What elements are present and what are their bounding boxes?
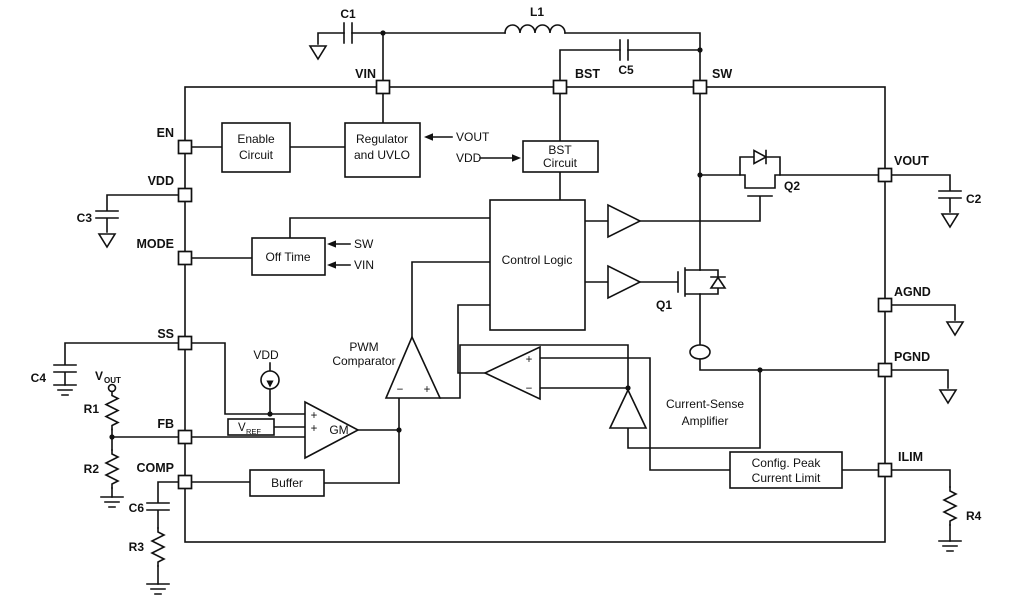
- buffer-block: [249, 469, 325, 497]
- labels: VIN BST SW EN VDD MODE SS FB COMP VOUT A…: [31, 5, 982, 554]
- pin-vdd: [177, 187, 193, 203]
- pin-label-en: EN: [157, 126, 174, 140]
- q2-body-diode: [753, 149, 768, 165]
- pin-label-vout: VOUT: [894, 154, 929, 168]
- peak-limit-line2: Current Limit: [752, 471, 821, 485]
- pin-mode: [177, 250, 193, 266]
- pin-sw: [692, 79, 708, 95]
- pins: [177, 79, 893, 490]
- csa-label-line1: Current-Sense: [666, 397, 744, 411]
- ref-c6: C6: [129, 501, 145, 515]
- bst-block-line1: BST: [548, 143, 572, 157]
- pin-label-vdd: VDD: [148, 174, 174, 188]
- vref-sub: REF: [246, 427, 261, 436]
- pin-label-mode: MODE: [137, 237, 175, 251]
- peak-limit-line1: Config. Peak: [752, 456, 822, 470]
- regulator-block-line1: Regulator: [356, 132, 408, 146]
- pin-label-pgnd: PGND: [894, 350, 930, 364]
- signal-vdd-source: VDD: [253, 348, 279, 362]
- ref-c4: C4: [31, 371, 47, 385]
- vout-terminal-sub: OUT: [104, 376, 121, 385]
- pwm-label-line2: Comparator: [332, 354, 395, 368]
- pin-fb: [177, 429, 193, 445]
- buffer-label: Buffer: [271, 476, 303, 490]
- pin-label-ilim: ILIM: [898, 450, 923, 464]
- ref-c5: C5: [618, 63, 634, 77]
- ref-r2: R2: [84, 462, 100, 476]
- pin-label-agnd: AGND: [894, 285, 931, 299]
- gm-label: GM: [329, 423, 348, 437]
- pin-vin: [375, 79, 391, 95]
- csa-label-line2: Amplifier: [682, 414, 729, 428]
- pin-pgnd: [877, 362, 893, 378]
- regulator-block-line2: and UVLO: [354, 148, 410, 162]
- gm-amplifier-triangle: [304, 400, 360, 460]
- vref-block: [227, 418, 275, 436]
- current-sense-amplifier-triangle: [608, 388, 648, 429]
- ref-l1: L1: [530, 5, 544, 19]
- comparator-plus: +: [526, 354, 533, 366]
- signal-vout-arrow: VOUT: [456, 130, 490, 144]
- enable-circuit-block: [221, 122, 291, 173]
- pwm-minus: −: [397, 384, 404, 396]
- signal-vin-arrow: VIN: [354, 258, 374, 272]
- q1-body-diode: [709, 276, 727, 289]
- blocks: [221, 122, 843, 497]
- junction-dots: [109, 30, 763, 440]
- pwm-comparator-triangle: [384, 335, 442, 399]
- pin-bst: [552, 79, 568, 95]
- diodes: [709, 149, 768, 289]
- vout-terminal-main: V: [95, 369, 103, 383]
- pin-comp: [177, 474, 193, 490]
- ref-c2: C2: [966, 192, 982, 206]
- signal-vdd-arrow: VDD: [456, 151, 482, 165]
- comparator-minus: −: [526, 383, 533, 395]
- pin-label-comp: COMP: [137, 461, 175, 475]
- bst-circuit-block: [522, 140, 599, 173]
- pin-label-ss: SS: [157, 327, 174, 341]
- ref-q1: Q1: [656, 298, 672, 312]
- ref-c1: C1: [340, 7, 356, 21]
- pin-ilim: [877, 462, 893, 478]
- enable-block-line2: Circuit: [239, 148, 274, 162]
- pin-agnd: [877, 297, 893, 313]
- pin-label-fb: FB: [157, 417, 174, 431]
- pin-label-sw: SW: [712, 67, 732, 81]
- ref-r4: R4: [966, 509, 982, 523]
- regulator-uvlo-block: [344, 122, 421, 178]
- pin-vout: [877, 167, 893, 183]
- pin-label-vin: VIN: [355, 67, 376, 81]
- ref-r3: R3: [129, 540, 145, 554]
- arrowheads: [266, 133, 521, 388]
- gate-driver-q2: [607, 203, 642, 239]
- off-time-label: Off Time: [265, 250, 310, 264]
- ref-c3: C3: [77, 211, 93, 225]
- control-logic-block: [489, 199, 586, 331]
- gm-plus-bottom: +: [311, 423, 318, 435]
- peak-current-limit-block: [729, 451, 843, 489]
- ref-r1: R1: [84, 402, 100, 416]
- pwm-label-line1: PWM: [349, 340, 378, 354]
- pin-en: [177, 139, 193, 155]
- current-limit-comparator-triangle: [483, 345, 541, 401]
- gate-driver-q1: [607, 264, 642, 300]
- pin-label-bst: BST: [575, 67, 600, 81]
- ref-q2: Q2: [784, 179, 800, 193]
- vref-main: V: [238, 422, 246, 434]
- pin-ss: [177, 335, 193, 351]
- control-logic-label: Control Logic: [502, 253, 573, 267]
- signal-sw-arrow: SW: [354, 237, 374, 251]
- gm-plus-top: +: [311, 410, 318, 422]
- enable-block-line1: Enable: [237, 132, 275, 146]
- pwm-plus: +: [424, 384, 431, 396]
- bst-block-line2: Circuit: [543, 156, 578, 170]
- off-time-block: [251, 237, 326, 276]
- wires: [53, 22, 964, 595]
